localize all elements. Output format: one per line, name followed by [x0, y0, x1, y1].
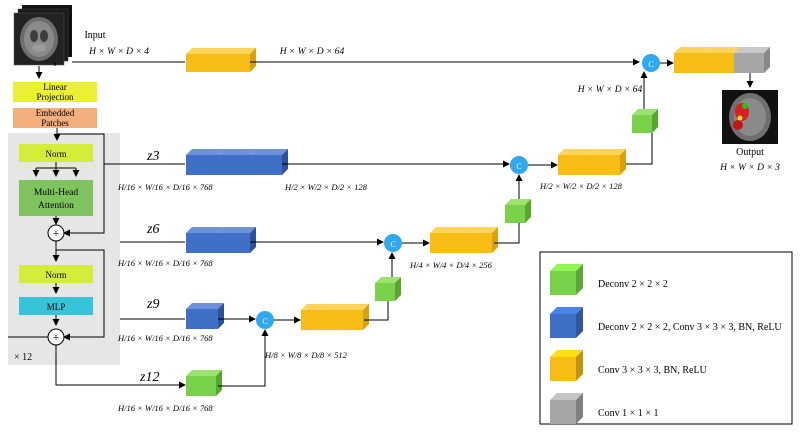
z12-in-shape-label: H/16 × W/16 × D/16 × 768 — [117, 403, 213, 413]
concat-top — [642, 54, 660, 72]
attention-label-2: Attention — [38, 201, 74, 211]
legend-swatch — [550, 357, 576, 381]
mlp-box — [19, 297, 93, 315]
z6-conv-blocks — [430, 227, 498, 253]
norm1-label: Norm — [46, 149, 67, 159]
z3-conv-blocks — [558, 149, 626, 175]
legend-swatch-top — [550, 307, 583, 314]
concat-z9 — [256, 311, 274, 329]
legend-swatch — [550, 400, 576, 424]
norm2-label: Norm — [46, 270, 67, 280]
deconv-green-top — [632, 109, 658, 133]
concat-z9-symbol: C — [262, 317, 267, 326]
residual-add-1-symbol: + — [53, 228, 59, 240]
z9-in-shape-label: H/16 × W/16 × D/16 × 768 — [117, 333, 213, 343]
z9-label: z9 — [146, 297, 159, 312]
input-shape-label: H × W × D × 4 — [88, 47, 149, 57]
legend-swatch-top — [550, 264, 583, 271]
z6-label: z6 — [146, 222, 159, 237]
residual-add-2-symbol: + — [53, 332, 59, 344]
legend-label: Conv 1 × 1 × 1 — [598, 408, 658, 419]
output-conv-blocks — [674, 47, 770, 73]
z12-green-block — [186, 370, 222, 396]
embedded-patches-box — [13, 108, 97, 128]
legend-item: Conv 3 × 3 × 3, BN, ReLU — [550, 350, 708, 381]
input-label: Input — [84, 30, 105, 41]
legend-label: Deconv 2 × 2 × 2 — [598, 279, 668, 290]
concat-z3 — [510, 156, 528, 174]
linear-projection-box — [13, 82, 97, 102]
output-shape-label: H × W × D × 3 — [719, 163, 780, 173]
multi-head-attention-box — [19, 180, 93, 216]
linear-projection-label-2: Projection — [37, 92, 74, 102]
z9-conv-blocks — [301, 304, 369, 330]
z9-out-shape-label: H/8 × W/8 × D/8 × 512 — [264, 350, 348, 360]
legend-item: Deconv 2 × 2 × 2, Conv 3 × 3 × 3, BN, Re… — [550, 307, 782, 338]
legend-swatch — [550, 314, 576, 338]
legend-item: Deconv 2 × 2 × 2 — [550, 264, 668, 295]
z3-label: z3 — [146, 149, 159, 164]
legend-label: Deconv 2 × 2 × 2, Conv 3 × 3 × 3, BN, Re… — [598, 322, 782, 333]
concat-top-symbol: C — [648, 60, 653, 69]
legend-label: Conv 3 × 3 × 3, BN, ReLU — [598, 365, 708, 376]
output-label: Output — [736, 147, 764, 158]
z3-in-shape-label: H/16 × W/16 × D/16 × 768 — [117, 182, 213, 192]
legend-swatch-top — [550, 393, 583, 400]
legend-swatch-top — [550, 350, 583, 357]
legend-item: Conv 1 × 1 × 1 — [550, 393, 658, 424]
legend-swatch-side — [576, 307, 583, 338]
z3-out-shape-label: H/2 × W/2 × D/2 × 128 — [284, 182, 368, 192]
concat-z6 — [384, 234, 402, 252]
concat-z6-symbol: C — [390, 240, 395, 249]
z3-blue-blocks — [186, 149, 288, 175]
legend-swatch-side — [576, 393, 583, 424]
z3-right-shape-label: H/2 × W/2 × D/2 × 128 — [539, 181, 623, 191]
linear-projection-label-1: Linear — [43, 82, 66, 92]
output-segmentation-image — [722, 90, 778, 144]
z9-blue-block — [186, 303, 224, 329]
top-shape-label: H × W × D × 64 — [279, 47, 345, 57]
legend-swatch — [550, 271, 576, 295]
input-mri-image — [13, 5, 72, 66]
z12-label: z12 — [139, 370, 159, 385]
legend-items: Deconv 2 × 2 × 2 Deconv 2 × 2 × 2, Conv 3… — [550, 264, 782, 424]
repeat-label: × 12 — [14, 352, 32, 363]
z6-blue-blocks — [186, 227, 256, 253]
z6-in-shape-label: H/16 × W/16 × D/16 × 768 — [117, 258, 213, 268]
concat-z3-symbol: C — [516, 162, 521, 171]
legend-swatch-side — [576, 264, 583, 295]
embedded-patches-label-1: Embedded — [36, 108, 75, 118]
top-right-shape-label: H × W × D × 64 — [577, 85, 643, 95]
legend-swatch-side — [576, 350, 583, 381]
attention-label-1: Multi-Head — [34, 188, 79, 198]
norm2-box — [19, 265, 93, 283]
embedded-patches-label-2: Patches — [41, 118, 69, 128]
mlp-label: MLP — [47, 302, 66, 312]
norm1-box — [19, 144, 93, 162]
deconv-green-z3 — [505, 199, 531, 223]
encoder-panel — [8, 133, 120, 365]
z6-out-shape-label: H/4 × W/4 × D/4 × 256 — [409, 260, 493, 270]
deconv-green-z6 — [375, 277, 401, 301]
top-conv-blocks — [186, 48, 256, 72]
